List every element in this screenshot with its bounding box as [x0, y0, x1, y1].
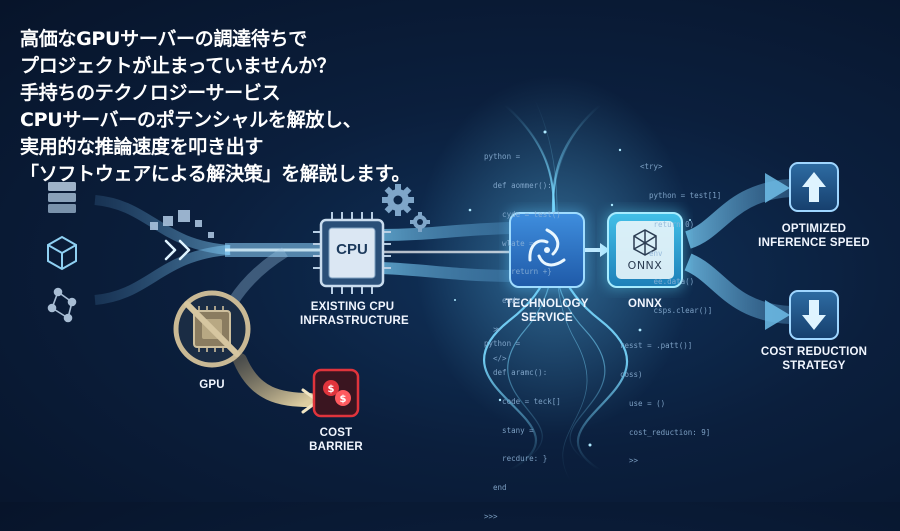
svg-text:$: $: [340, 394, 347, 405]
data-blocks-icon: [150, 210, 214, 238]
code-line: python = test[1]: [640, 190, 722, 200]
optimized-label-line: INFERENCE SPEED: [758, 237, 870, 249]
chevron-arrows-icon: [164, 239, 191, 261]
code-line: wlate =: [484, 238, 534, 248]
technology-logo-icon: [528, 228, 566, 267]
code-line: python =: [484, 152, 521, 162]
code-line: ends: [484, 296, 521, 306]
code-line: ee.data(): [640, 277, 695, 287]
technology-label: TECHNOLOGY SERVICE: [497, 297, 597, 325]
headline-line: 実用的な推論速度を叩き出す: [20, 136, 264, 158]
arrow-down-icon: [802, 300, 826, 330]
code-line: >>>: [484, 511, 498, 521]
code-line: recdure: }: [484, 454, 548, 464]
sparkles: [454, 130, 691, 447]
gpu-label: GPU: [190, 378, 234, 392]
headline-line: プロジェクトが止まっていませんか？: [20, 55, 336, 77]
code-line: cost_reduction: 9]: [620, 427, 711, 437]
code-line: env: [640, 248, 663, 258]
arrow-up-icon: [802, 172, 826, 202]
code-line: <try>: [640, 162, 663, 172]
svg-text:$: $: [328, 384, 335, 395]
cost-reduction-label: COST REDUCTION STRATEGY: [750, 345, 878, 373]
headline-line: 「ソフトウェアによる解決策」を解説します。: [20, 163, 411, 185]
cost-barrier-label-line: BARRIER: [309, 441, 363, 453]
code-line: return 0): [640, 219, 695, 229]
gear-icon: [382, 184, 430, 232]
gpu-prohibited-icon: [173, 290, 251, 368]
technology-label-line: TECHNOLOGY: [505, 298, 589, 310]
code-line: cyde = test(): [484, 209, 561, 219]
code-snippet-top-left: python = def aommer(): cyde = test() wla…: [484, 133, 561, 373]
cpu-chip-text: CPU: [336, 241, 368, 258]
optimized-label: OPTIMIZED INFERENCE SPEED: [750, 222, 878, 250]
helix-strands: [482, 99, 628, 481]
onnx-label: ONNX: [615, 297, 675, 311]
code-snippet-bottom-left: python = def aramc(): code = teck[] stan…: [484, 320, 561, 531]
code-line: def aommer():: [484, 180, 552, 190]
cube-network-icon: [47, 235, 77, 271]
code-line: code = teck[]: [484, 396, 561, 406]
cpu-to-tech-streams: [379, 222, 511, 282]
code-line: >>: [620, 456, 639, 466]
code-line: csps.clear()]: [640, 306, 713, 316]
output-arrowheads-icon: [765, 173, 790, 330]
code-line: python =: [484, 339, 521, 349]
code-snippet-bottom-right: resst = .patt()] coss) use = () cost_red…: [620, 322, 710, 476]
cost-barrier-label-line: COST: [319, 427, 353, 439]
database-icon: [48, 182, 76, 213]
headline: 高価なGPUサーバーの調達待ちで プロジェクトが止まっていませんか？ 手持ちのテ…: [20, 26, 411, 188]
code-line: coss): [620, 369, 643, 379]
technology-service-box: [507, 210, 587, 290]
technology-label-line: SERVICE: [521, 312, 573, 324]
cost-reduction-label-line: STRATEGY: [782, 360, 846, 372]
cpu-label: EXISTING CPU INFRASTRUCTURE: [300, 300, 409, 328]
cost-barrier-label: COST BARRIER: [306, 426, 366, 454]
cpu-label-line: EXISTING CPU: [310, 301, 395, 313]
gpu-label-text: GPU: [199, 379, 225, 391]
code-line: stany =: [484, 425, 534, 435]
arrow-up-box: [789, 162, 839, 212]
cost-barrier-icon: $ $: [312, 368, 360, 418]
code-snippet-top-right: <try> python = test[1] return 0) env ee.…: [640, 143, 721, 325]
onnx-chip-text: ONNX: [627, 259, 663, 272]
headline-line: 高価なGPUサーバーの調達待ちで: [20, 28, 307, 50]
graph-nodes-icon: [47, 287, 77, 323]
optimized-label-line: OPTIMIZED: [781, 223, 847, 235]
onnx-logo-icon: [633, 229, 657, 256]
flow-diagram: $ $: [47, 75, 839, 481]
cost-reduction-label-line: COST REDUCTION: [760, 346, 868, 358]
arrow-down-box: [789, 290, 839, 340]
onnx-label-text: ONNX: [627, 298, 663, 310]
headline-line: CPUサーバーのポテンシャルを解放し、: [20, 109, 362, 131]
cpu-label-line: INFRASTRUCTURE: [300, 315, 409, 327]
code-line: resst = .patt()]: [620, 341, 693, 351]
headline-line: 手持ちのテクノロジーサービス: [20, 82, 281, 104]
code-line: return +}: [484, 267, 552, 277]
code-line: ≫: [484, 324, 501, 334]
onnx-box: [605, 210, 685, 290]
code-line: use = (): [620, 398, 666, 408]
input-streams: [94, 195, 325, 305]
code-line: end: [484, 483, 507, 493]
code-line: def aramc():: [484, 367, 548, 377]
cpu-chip: [313, 212, 391, 294]
code-line: </>: [484, 353, 507, 363]
